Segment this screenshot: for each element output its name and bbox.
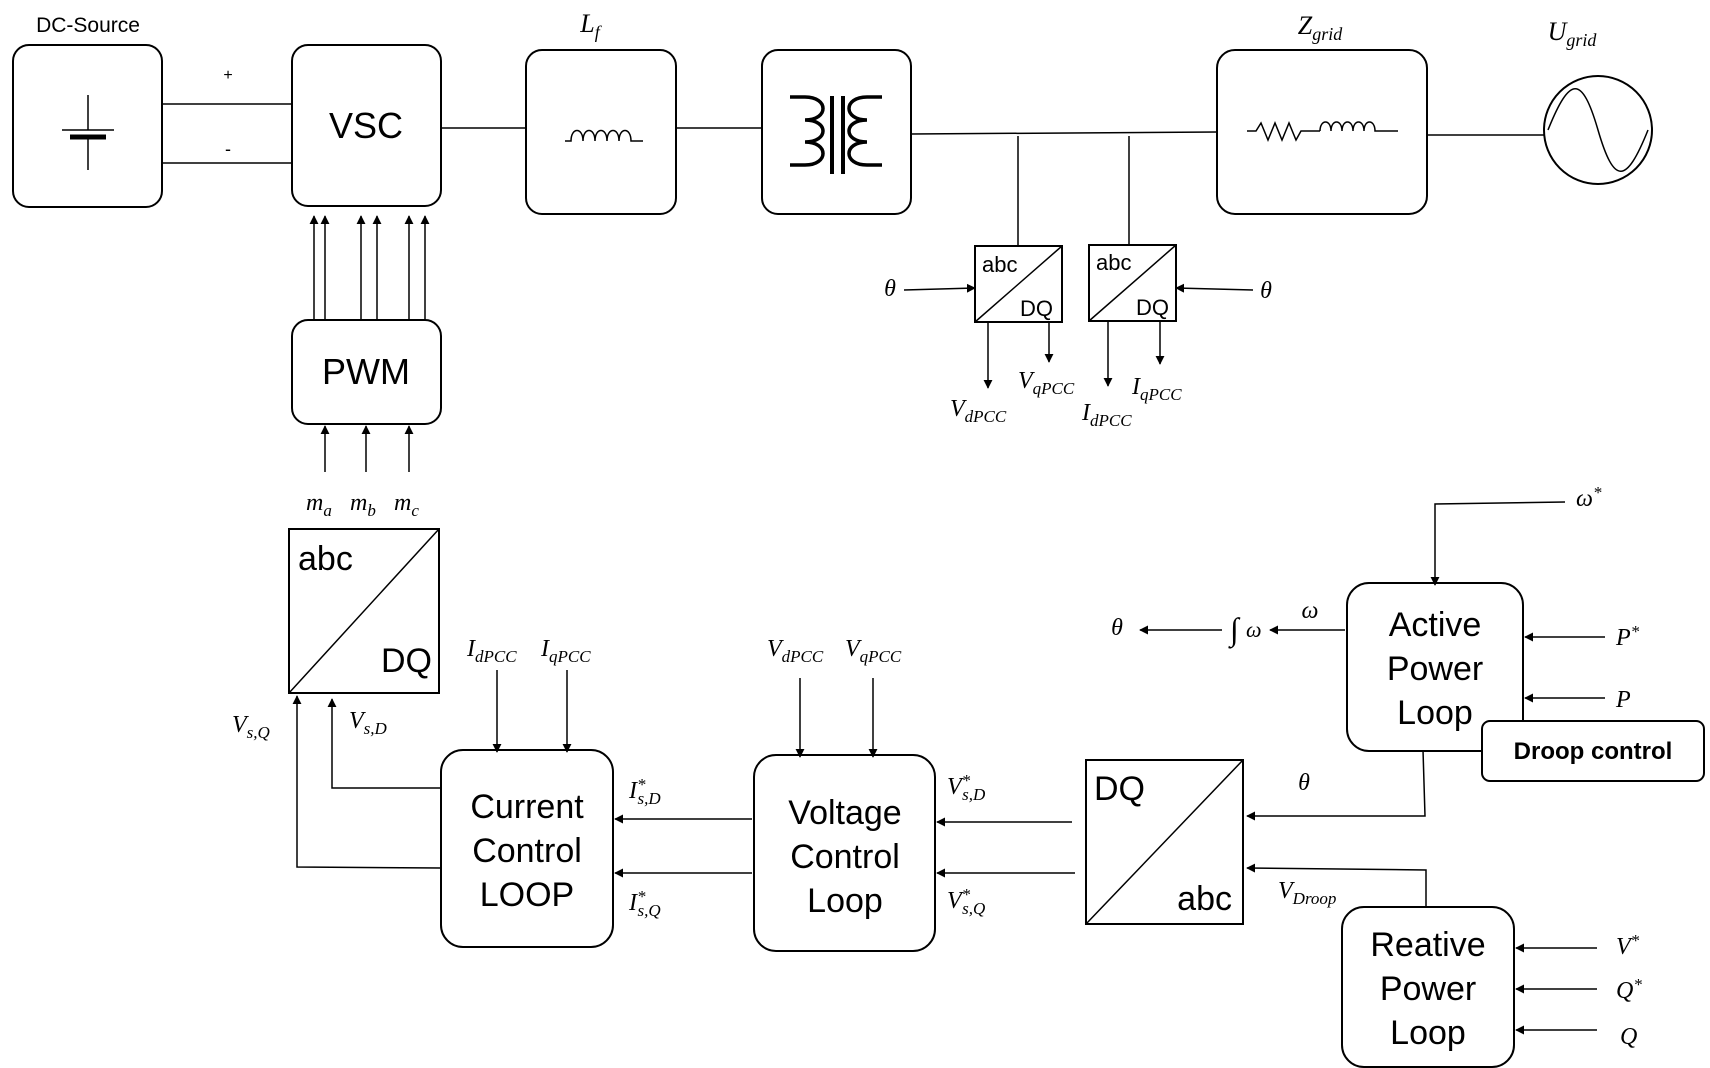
vsc-block: VSC [291,44,442,207]
integrand-omega-label: ω [1246,617,1262,642]
lf-label: Lf [579,9,602,42]
iqpcc-input-label: IqPCC [540,636,591,666]
svg-text:Power: Power [1387,650,1483,688]
svg-text:Droop control: Droop control [1514,738,1673,765]
svg-text:Current: Current [470,788,584,826]
svg-text:Loop: Loop [1390,1014,1466,1052]
svg-text:Control: Control [472,832,582,870]
transformer-block [761,49,912,215]
vsq-ref-label: V*s,Q [947,885,985,918]
dq-abc-transform: DQ abc [1085,759,1244,925]
theta-dq-label: θ [1298,770,1310,796]
svg-text:abc: abc [298,540,353,578]
omega-label: ω [1302,598,1319,624]
svg-text:Power: Power [1380,970,1476,1008]
vdpcc-meas-label: VdPCC [950,396,1007,426]
mc-label: mc [394,490,419,520]
sine-wave-icon [1547,88,1649,172]
inductor-icon [1319,121,1398,132]
transformer-icon [790,95,882,174]
svg-text:Control: Control [790,838,900,876]
theta-output-label: θ [1111,615,1123,641]
pwm-block: PWM [291,319,442,425]
vsc-label: VSC [329,105,403,146]
voltage-control-loop-block: Voltage Control Loop [753,754,936,952]
svg-text:Loop: Loop [807,882,883,920]
v-star-label: V* [1616,931,1640,960]
droop-control-label: Droop control [1481,720,1705,782]
p-label: P [1615,687,1631,713]
vdpcc-input-label: VdPCC [767,636,824,666]
vsd-label: Vs,D [349,708,388,738]
vdroop-label: VDroop [1278,878,1336,908]
svg-text:DQ: DQ [381,642,432,680]
inductor-icon [565,129,643,142]
vsq-label: Vs,Q [232,712,270,742]
svg-text:abc: abc [982,252,1017,277]
vsd-ref-label: V*s,D [947,771,986,804]
isd-ref-label: I*s,D [628,775,661,808]
reactive-power-loop-block: Reative Power Loop [1341,906,1515,1068]
omega-star-label: ω* [1576,483,1602,512]
p-star-label: P* [1615,622,1640,651]
mb-label: mb [350,490,376,520]
isq-ref-label: I*s,Q [628,887,661,920]
iqpcc-meas-label: IqPCC [1131,374,1182,404]
vqpcc-meas-label: VqPCC [1018,368,1075,398]
dc-source-label: DC-Source [36,14,140,37]
svg-text:Active: Active [1389,606,1482,644]
filter-inductor-block [525,49,677,215]
integral-symbol: ∫ [1228,611,1241,649]
pwm-label: PWM [322,351,410,392]
theta-input-label: θ [1260,278,1272,304]
dc-minus-label: - [225,139,231,159]
current-control-loop-block: Current Control LOOP [440,749,614,948]
idpcc-input-label: IdPCC [466,636,517,666]
grid-source [1543,75,1653,185]
svg-text:abc: abc [1096,250,1131,275]
gate-signal-arrows [309,215,430,320]
svg-text:Voltage: Voltage [788,794,901,832]
svg-text:abc: abc [1177,880,1232,918]
abc-dq-current-transform: abc DQ [1088,244,1177,322]
idpcc-meas-label: IdPCC [1081,400,1132,430]
svg-text:DQ: DQ [1136,295,1169,320]
dc-source-block: DC-Source [12,14,163,208]
svg-text:DQ: DQ [1094,770,1145,808]
svg-text:LOOP: LOOP [480,876,574,914]
vqpcc-input-label: VqPCC [845,636,902,666]
abc-dq-modulation-transform: abc DQ [288,528,440,694]
svg-text:DQ: DQ [1020,296,1053,321]
dc-plus-label: + [223,67,232,84]
resistor-icon [1247,121,1320,142]
q-label: Q [1620,1024,1637,1050]
theta-input-label: θ [884,276,896,302]
grid-impedance-block [1216,49,1428,215]
battery-icon [62,95,114,170]
ma-label: ma [306,490,332,520]
active-power-loop-block: Active Power Loop [1346,582,1524,752]
svg-text:Loop: Loop [1397,694,1473,732]
svg-text:Reative: Reative [1370,926,1485,964]
abc-dq-voltage-transform: abc DQ [974,245,1063,323]
zgrid-label: Zgrid [1298,11,1343,44]
ugrid-label: Ugrid [1548,17,1598,50]
pcc-bus [910,131,1218,135]
q-star-label: Q* [1616,975,1642,1004]
